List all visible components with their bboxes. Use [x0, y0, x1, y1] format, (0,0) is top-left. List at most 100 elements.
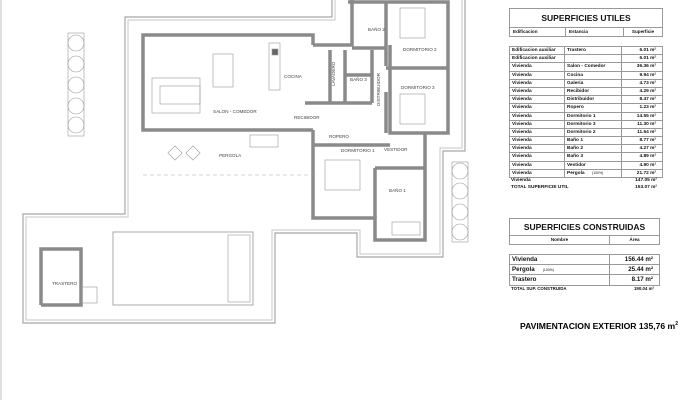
pergola-note: (100%): [592, 170, 604, 175]
column-header: Edificacion: [510, 28, 566, 36]
table-cell: 21.72 m²: [636, 170, 656, 176]
column-header: Área: [629, 237, 640, 242]
table-cell: Vivienda: [510, 145, 565, 153]
table-cell: 4.27 m²: [639, 146, 656, 152]
room-label: SALON - COMEDOR: [213, 109, 257, 114]
name-cell: Pergola (100%): [510, 265, 610, 275]
room-label: RECIBIDOR: [294, 115, 320, 120]
table-cell: Salon - Comedor: [565, 63, 622, 71]
table-cell: Cocina: [565, 71, 622, 79]
table-cell: 9.94 m²: [639, 72, 656, 78]
superficies-utiles-table: SUPERFICIES UTILES Edificacion Estancia …: [509, 8, 663, 191]
table-title: SUPERFICIES UTILES: [509, 8, 663, 28]
pergola-note: (100%): [542, 268, 554, 273]
table-row: Pergola (100%) 25.44 m²: [510, 265, 659, 276]
name-text: Vivienda: [512, 256, 538, 263]
room-label: ROPERO: [329, 134, 349, 139]
table-cell: Vivienda: [510, 161, 565, 169]
room-label: BAÑO 2: [368, 26, 385, 32]
room-label: DORMITORIO 2: [403, 47, 437, 52]
table-cell: Vivienda: [510, 128, 565, 137]
room-label: VESTIDOR: [384, 147, 408, 152]
table-cell: 4.90 m²: [639, 162, 656, 168]
total-value: 190.04 m²: [633, 285, 654, 291]
table-cell: 11.30 m²: [637, 121, 656, 127]
table-body: Vivienda 156.44 m² Pergola (100%) 25.44 m² Tr…: [509, 254, 660, 286]
name-cell: Vivienda: [510, 255, 610, 265]
pavimentacion-unit-sup: 2: [675, 321, 678, 328]
subtotal-value: 147.05 m²: [635, 178, 657, 183]
room-label: LAVADERO: [331, 61, 336, 86]
table-cell: 36.36 m²: [636, 64, 656, 70]
area-cell: 8.17 m²: [631, 276, 653, 284]
room-label: DISTRIBUIDOR: [376, 72, 381, 106]
table-cell: Galeria: [565, 79, 622, 87]
total-value: 153.07 m²: [635, 184, 657, 190]
table-header: Nombre Área: [509, 236, 660, 245]
table-cell: Vivienda: [510, 104, 565, 112]
total-row: TOTAL SUP. CONSTRUIDA 190.04 m²: [509, 286, 660, 293]
pavimentacion-exterior: PAVIMENTACION EXTERIOR 135,76 m2: [520, 321, 678, 331]
table-cell: Vivienda: [510, 153, 565, 161]
site-outline: [0, 0, 466, 400]
room-labels: BAÑO 2 DORMITORIO 2 COCINA LAVADERO BAÑO…: [52, 26, 437, 286]
name-text: Trastero: [512, 276, 537, 284]
table-cell: Vivienda: [510, 87, 565, 96]
floor-plan: BAÑO 2 DORMITORIO 2 COCINA LAVADERO BAÑO…: [0, 0, 469, 400]
pavimentacion-label: PAVIMENTACION EXTERIOR 135,76 m: [520, 321, 676, 331]
table-row: Vivienda 156.44 m²: [510, 255, 659, 266]
table-cell: Vivienda: [510, 63, 565, 71]
room-label: TRASTERO: [52, 281, 77, 286]
table-row: Edificacion auxiliar 6.01 m²: [510, 55, 662, 64]
table-cell: Edificacion auxiliar: [510, 55, 565, 63]
furniture: [81, 7, 426, 306]
table-cell: 6.01 m²: [639, 48, 656, 53]
table-cell: 6.01 m²: [639, 56, 656, 62]
table-cell: Vivienda: [510, 112, 565, 120]
table-cell: Distribuidor: [565, 96, 622, 104]
table-cell: Dormitorio 1: [565, 112, 622, 120]
table-cell: Edificacion auxiliar: [510, 47, 565, 55]
room-label: PERGOLA: [219, 153, 242, 158]
room-label: DORMITORIO 1: [341, 148, 375, 153]
planter-left: [67, 32, 85, 137]
table-cell: Dormitorio 3: [565, 120, 622, 128]
area-cell: 25.44 m²: [628, 266, 653, 274]
total-label: TOTAL SUP. CONSTRUIDA: [511, 285, 567, 291]
table-title: SUPERFICIES CONSTRUIDAS: [509, 218, 660, 236]
room-label: BAÑO 3: [350, 76, 367, 82]
table-cell: Ropero: [565, 104, 622, 112]
name-cell: Trastero: [510, 275, 610, 285]
table-header: Edificacion Estancia Superficie: [509, 28, 663, 37]
table-cell: 11.64 m²: [637, 129, 656, 135]
table-cell: 4.73 m²: [639, 80, 656, 86]
table-cell: Trastero: [565, 47, 622, 55]
table-cell: Baño 3: [565, 153, 622, 161]
area-cell: 156.44 m²: [624, 256, 653, 263]
table-cell: Vivienda: [510, 169, 565, 177]
room-label: COCINA: [284, 74, 303, 79]
name-text: Pergola: [512, 266, 535, 274]
planter-right: [451, 161, 469, 243]
table-cell: Pergola: [565, 169, 622, 177]
superficies-construidas-table: SUPERFICIES CONSTRUIDAS Nombre Área Vivi…: [509, 218, 660, 292]
table-cell: 14.55 m²: [636, 113, 656, 119]
table-cell: Vestidor: [565, 161, 622, 169]
table-cell: Baño 1: [565, 137, 622, 145]
